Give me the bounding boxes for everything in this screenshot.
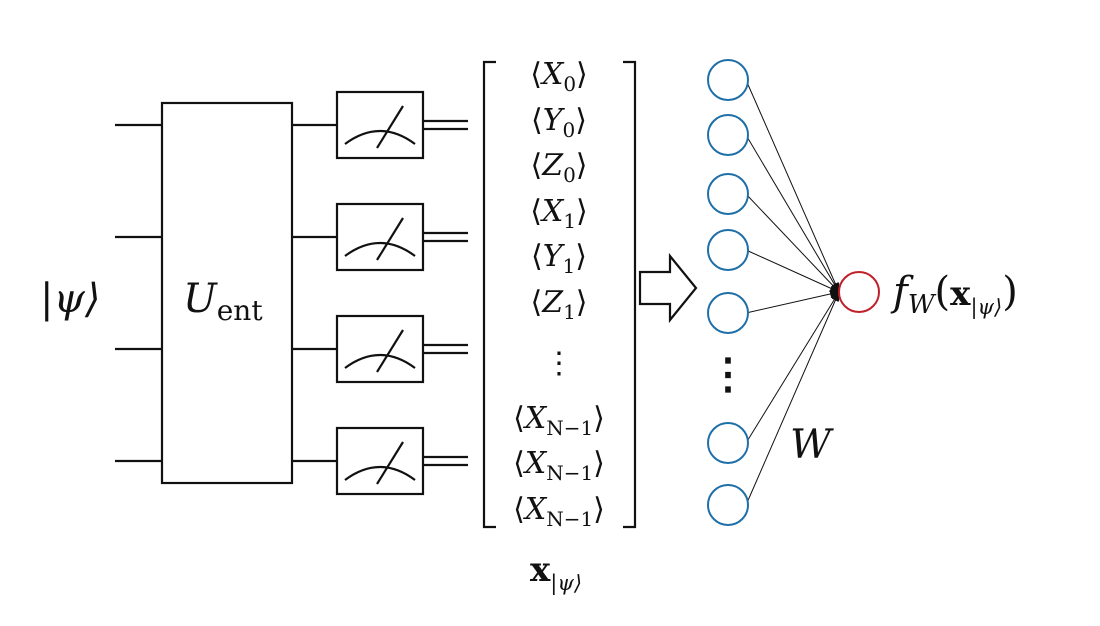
network-ellipsis: ⋮ — [707, 349, 749, 398]
input-nodes — [707, 59, 749, 526]
vector-entry: ⟨Y1⟩ — [531, 239, 587, 278]
output-x-subscript: |ψ⟩ — [970, 295, 1002, 320]
input-wires — [115, 123, 162, 463]
measurement-meter-icon — [335, 202, 425, 272]
vector-entry: ⟨XN−1⟩ — [513, 401, 605, 440]
measurement-meter-icon — [335, 90, 425, 160]
weight-edge — [745, 79, 840, 293]
output-function-label: fW(x|ψ⟩) — [890, 269, 1018, 320]
input-node — [707, 422, 749, 464]
measurement-meter-icon — [335, 426, 425, 496]
gate-label: Uent — [183, 276, 263, 327]
weight-label: W — [790, 422, 834, 468]
measurement-meter-icon — [335, 314, 425, 384]
output-open-paren: ( — [935, 269, 951, 315]
vector-entry: ⟨Y0⟩ — [531, 103, 587, 142]
input-node — [707, 229, 749, 271]
input-node — [707, 173, 749, 215]
input-state-label: |ψ⟩ — [40, 276, 100, 322]
vector-ellipsis: ⋮ — [544, 346, 574, 381]
vector-bracket-right — [623, 60, 637, 529]
output-x: x — [950, 274, 971, 314]
input-node — [707, 292, 749, 334]
vector-entry: ⟨X0⟩ — [530, 57, 588, 96]
weight-edge — [745, 291, 840, 506]
output-close-paren: ) — [1002, 269, 1018, 315]
entangling-gate — [160, 101, 294, 485]
measurement-row — [292, 314, 468, 384]
input-node — [707, 59, 749, 101]
weight-edges — [745, 79, 840, 506]
gate-symbol: U — [183, 276, 218, 322]
vector-entry: ⟨Z1⟩ — [530, 285, 587, 324]
output-f-subscript: W — [908, 290, 937, 320]
hollow-arrow-icon — [638, 252, 698, 324]
weight-edge — [745, 291, 840, 444]
vector-label: x|ψ⟩ — [530, 550, 582, 596]
measurement-row — [292, 202, 468, 272]
input-node — [707, 484, 749, 526]
measurement-row — [292, 426, 468, 496]
output-node — [838, 271, 880, 313]
vector-entry: ⟨Z0⟩ — [530, 148, 587, 187]
vector-label-main: x — [530, 550, 551, 590]
weight-edge — [745, 134, 840, 293]
vector-label-subscript: |ψ⟩ — [550, 571, 582, 596]
weight-edge — [745, 249, 840, 293]
input-node — [707, 114, 749, 156]
weight-edge — [745, 193, 840, 293]
vector-entry: ⟨X1⟩ — [530, 194, 588, 233]
gate-subscript: ent — [217, 294, 264, 327]
expectation-vector-entries: ⟨X0⟩ ⟨Y0⟩ ⟨Z0⟩ ⟨X1⟩ ⟨Y1⟩ ⟨Z1⟩ ⋮ ⟨XN−1⟩ ⟨XN−1⟩ ⟨XN… — [513, 57, 605, 531]
vector-entry: ⟨XN−1⟩ — [513, 492, 605, 531]
weight-edge — [745, 290, 840, 314]
vector-bracket-left — [482, 60, 496, 529]
vector-entry: ⟨XN−1⟩ — [513, 446, 605, 485]
measurement-row — [292, 90, 468, 160]
